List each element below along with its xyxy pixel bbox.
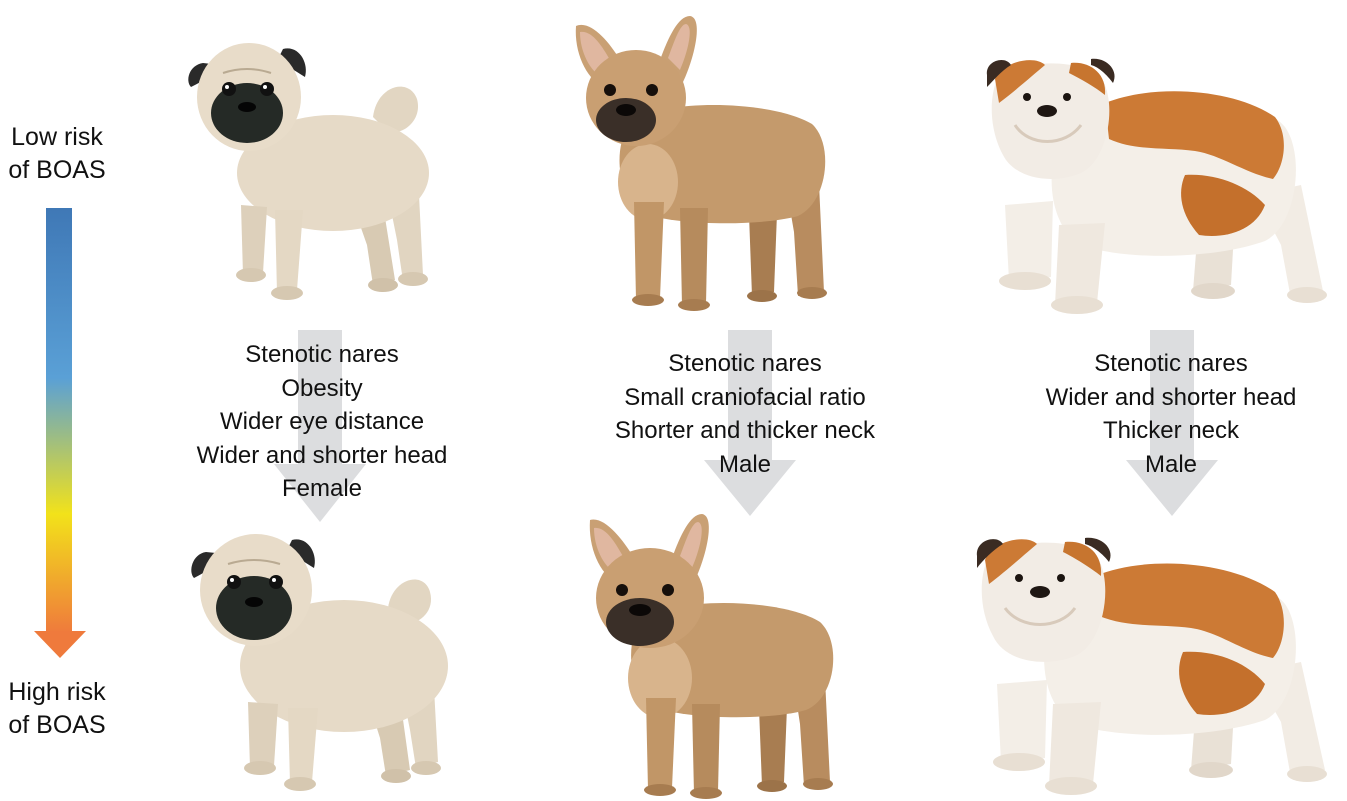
french-bulldog-risk-factors: Stenotic nares Small craniofacial ratio … <box>590 347 900 481</box>
risk-factor: Wider and shorter head <box>1020 381 1322 415</box>
risk-gradient-arrow <box>32 208 88 660</box>
risk-factor: Female <box>172 472 472 506</box>
risk-factor: Shorter and thicker neck <box>590 414 900 448</box>
risk-factor: Stenotic nares <box>1020 347 1322 381</box>
low-risk-label-line-1: Low risk <box>0 121 114 154</box>
high-risk-label: High risk of BOAS <box>0 676 114 742</box>
risk-factor: Wider eye distance <box>172 405 472 439</box>
pug-icon <box>183 35 445 305</box>
french-bulldog-icon <box>572 12 840 310</box>
risk-factor: Male <box>1020 448 1322 482</box>
english-bulldog-icon <box>975 532 1337 798</box>
low-risk-label-line-2: of BOAS <box>0 154 114 187</box>
risk-factor: Male <box>590 448 900 482</box>
english-bulldog-risk-factors: Stenotic nares Wider and shorter head Th… <box>1020 347 1322 481</box>
pug-icon <box>188 530 456 790</box>
english-bulldog-icon <box>985 55 1335 317</box>
risk-factor: Small craniofacial ratio <box>590 381 900 415</box>
high-risk-label-line-2: of BOAS <box>0 709 114 742</box>
risk-factor: Stenotic nares <box>172 338 472 372</box>
risk-factor: Thicker neck <box>1020 414 1322 448</box>
low-risk-label: Low risk of BOAS <box>0 121 114 187</box>
high-risk-label-line-1: High risk <box>0 676 114 709</box>
french-bulldog-icon <box>586 512 848 798</box>
risk-factor: Wider and shorter head <box>172 439 472 473</box>
risk-factor: Stenotic nares <box>590 347 900 381</box>
risk-factor: Obesity <box>172 372 472 406</box>
pug-risk-factors: Stenotic nares Obesity Wider eye distanc… <box>172 338 472 506</box>
